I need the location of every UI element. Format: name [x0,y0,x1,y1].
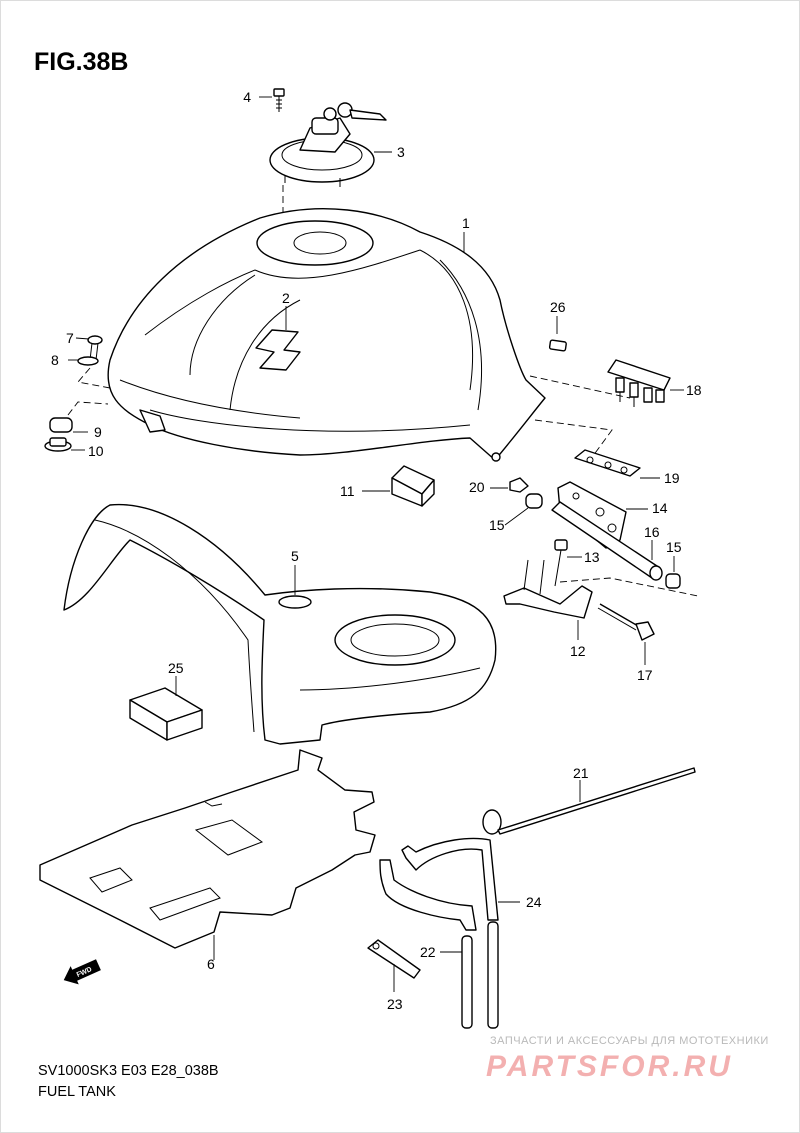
part-12-bracket[interactable] [503,559,593,619]
part-8-washer[interactable] [77,356,99,366]
part-17-long-bolt[interactable] [597,603,655,641]
callout-5: 5 [291,548,299,564]
callout-1: 1 [462,215,470,231]
figure-title: FIG.38B [34,48,129,76]
callout-4: 4 [243,89,251,105]
part-6-plate[interactable] [39,749,376,949]
part-5-tank-cover[interactable] [63,503,497,745]
callout-12: 12 [570,643,586,659]
callout-16: 16 [644,524,660,540]
part-22-hose[interactable] [461,921,499,1029]
callout-14: 14 [652,500,668,516]
part-15-bushing-right[interactable] [665,573,681,589]
part-4-screw[interactable] [273,88,285,112]
callout-25: 25 [168,660,184,676]
part-23-clamp[interactable] [367,939,421,979]
part-21-rod[interactable] [482,767,696,835]
callout-9: 9 [94,424,102,440]
callout-23: 23 [387,996,403,1012]
part-26-cushion[interactable] [548,339,567,352]
part-16-collar[interactable] [551,501,663,581]
part-18-hinge-set[interactable] [607,359,671,407]
part-11-clamp[interactable] [391,465,435,507]
model-code: SV1000SK3 E03 E28_038B [38,1063,219,1079]
part-9-cushion[interactable] [49,417,73,433]
callout-15-right: 15 [666,539,682,555]
callout-18: 18 [686,382,702,398]
callout-20: 20 [469,479,485,495]
part-13-bolt[interactable] [554,539,568,587]
callout-10: 10 [88,443,104,459]
section-name: FUEL TANK [38,1084,116,1100]
callout-8: 8 [51,352,59,368]
part-20-clip[interactable] [509,477,529,493]
callout-15-left: 15 [489,517,505,533]
part-15-bushing-left[interactable] [525,493,543,509]
watermark-logo: PARTSFOR.RU [486,1050,733,1083]
part-25-pad[interactable] [129,687,203,741]
part-3-fuel-cap[interactable] [269,102,387,187]
callout-13: 13 [584,549,600,565]
callout-11: 11 [340,483,355,499]
callout-21: 21 [573,765,589,781]
callout-7: 7 [66,330,74,346]
callout-26: 26 [550,299,566,315]
callout-19: 19 [664,470,680,486]
callout-3: 3 [397,144,405,160]
callout-6: 6 [207,956,215,972]
callout-24: 24 [526,894,542,910]
part-7-bolt[interactable] [87,335,103,361]
watermark-tagline: ЗАПЧАСТИ И АКСЕССУАРЫ ДЛЯ МОТОТЕХНИКИ [490,1035,769,1047]
part-1-fuel-tank[interactable] [107,207,546,462]
part-10-washer[interactable] [44,437,72,452]
part-19-cushion[interactable] [574,449,641,477]
callout-22: 22 [420,944,436,960]
callout-2: 2 [282,290,290,306]
forward-arrow-icon [63,959,101,985]
part-24-hose[interactable] [379,837,499,931]
callout-17: 17 [637,667,653,683]
